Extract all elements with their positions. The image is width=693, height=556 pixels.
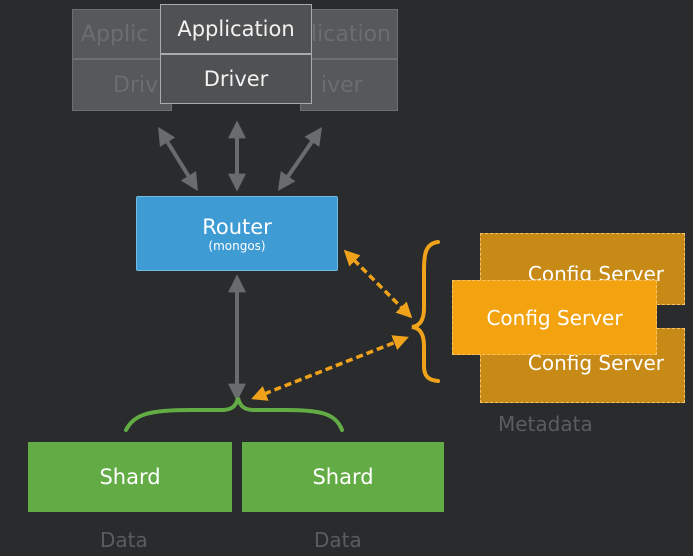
config-server-label: Config Server: [527, 351, 664, 375]
arrow-router-config: [343, 249, 413, 319]
metadata-label: Metadata: [498, 412, 593, 436]
metadata-text: Metadata: [498, 412, 593, 436]
ghost-application-left: Applic: [72, 9, 172, 59]
driver-label: Driver: [203, 67, 269, 91]
ghost-application-left-text: Applic: [81, 21, 149, 47]
config-server-label: Config Server: [486, 305, 623, 330]
shard-label: Shard: [99, 465, 161, 489]
router-box: Router (mongos): [136, 196, 338, 271]
shard-brace: [124, 397, 344, 432]
ghost-driver-left-text: Driv: [113, 72, 159, 98]
router-subtitle: (mongos): [208, 238, 266, 253]
driver-box: Driver: [160, 54, 312, 104]
shard-left: Shard: [28, 442, 232, 512]
application-box: Application: [160, 4, 312, 54]
ghost-driver-right-text: iver: [321, 72, 363, 98]
router-title: Router: [202, 214, 272, 239]
data-caption: Data: [314, 528, 362, 552]
config-brace: [411, 240, 440, 383]
config-server-front: Config Server: [452, 280, 657, 355]
arrow-app-right-router: [277, 127, 323, 191]
ghost-driver-left: Driv: [72, 59, 172, 111]
shard-right-caption: Data: [314, 528, 362, 552]
ghost-application-right: pplication: [300, 9, 398, 59]
shard-right: Shard: [242, 442, 444, 512]
shard-label: Shard: [312, 465, 374, 489]
ghost-application-right-text: pplication: [301, 21, 391, 47]
data-caption: Data: [100, 528, 148, 552]
shard-left-caption: Data: [100, 528, 148, 552]
arrow-shards-config: [251, 335, 409, 401]
arrow-app-left-router: [158, 126, 198, 192]
application-label: Application: [177, 17, 295, 41]
